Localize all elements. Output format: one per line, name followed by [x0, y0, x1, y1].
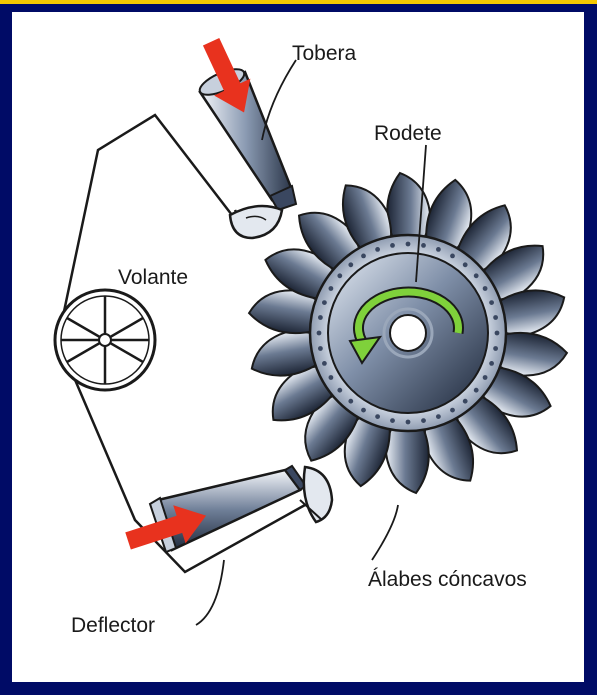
rim-bolt: [421, 418, 426, 423]
rim-bolt: [463, 399, 468, 404]
rim-bolt: [318, 346, 323, 351]
rim-bolt: [337, 388, 342, 393]
label-deflector: Deflector: [71, 614, 155, 637]
rim-bolt: [348, 399, 353, 404]
rim-bolt: [483, 286, 488, 291]
rodete-runner: [247, 173, 570, 493]
rim-bolt: [317, 331, 322, 336]
alabe-bucket: [386, 425, 429, 493]
rim-bolt: [390, 418, 395, 423]
rim-bolt: [450, 254, 455, 259]
label-volante: Volante: [118, 266, 188, 289]
rim-bolt: [474, 388, 479, 393]
rim-bolt: [493, 346, 498, 351]
rim-bolt: [489, 361, 494, 366]
rim-bolt: [495, 331, 500, 336]
rim-bolt: [375, 414, 380, 419]
diagram-panel: Tobera Rodete Volante Álabes cóncavos De…: [12, 12, 584, 682]
rim-bolt: [436, 247, 441, 252]
label-tobera: Tobera: [292, 42, 357, 65]
label-rodete: Rodete: [374, 122, 442, 145]
rim-bolt: [322, 361, 327, 366]
rim-bolt: [361, 254, 366, 259]
volante-handwheel: [55, 290, 155, 390]
rim-bolt: [348, 262, 353, 267]
rim-bolt: [421, 243, 426, 248]
rim-bolt: [329, 286, 334, 291]
rim-bolt: [390, 243, 395, 248]
rim-bolt: [436, 414, 441, 419]
bottom-nozzle: [150, 466, 306, 552]
rim-bolt: [322, 300, 327, 305]
rim-bolt: [337, 273, 342, 278]
bottom-deflector: [300, 467, 332, 522]
rim-bolt: [406, 242, 411, 247]
pelton-turbine-diagram: Tobera Rodete Volante Álabes cóncavos De…: [12, 12, 584, 682]
rim-bolt: [406, 420, 411, 425]
rim-bolt: [450, 408, 455, 413]
rim-bolt: [489, 300, 494, 305]
rim-bolt: [318, 315, 323, 320]
label-alabes-concavos: Álabes cóncavos: [368, 568, 527, 591]
rim-bolt: [329, 375, 334, 380]
rim-bolt: [375, 247, 380, 252]
top-deflector: [230, 206, 282, 238]
rim-bolt: [493, 315, 498, 320]
rim-bolt: [474, 273, 479, 278]
rim-bolt: [483, 375, 488, 380]
rim-bolt: [361, 408, 366, 413]
rim-bolt: [463, 262, 468, 267]
